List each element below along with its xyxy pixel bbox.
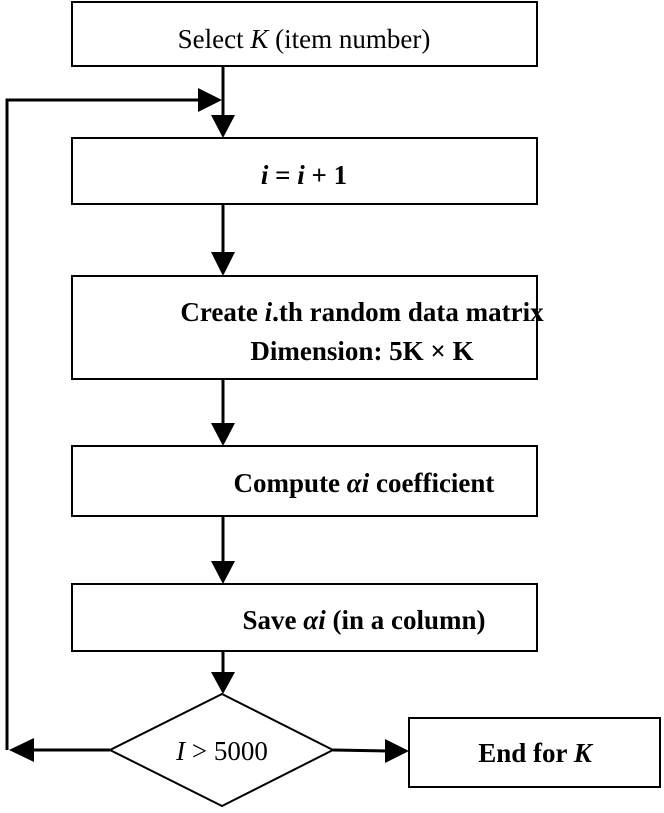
increment-box [71,137,538,205]
arrowhead-loop-left [9,738,34,762]
arrowhead-increment [211,115,235,138]
arrowhead-end [385,739,409,763]
increment-label: i = i + 1 [261,160,347,190]
arrowhead-compute [211,423,235,446]
save-box [71,583,538,652]
loop-back-line [5,98,200,750]
create-matrix-line1: Create i.th random data matrix [180,297,544,327]
decision-label: I > 5000 [175,736,268,766]
arrowhead-decision [211,672,235,694]
arrowhead-create [211,252,235,276]
create-matrix-line2: Dimension: 5K × K [250,336,473,366]
arrowhead-save [211,561,235,584]
select-k-label: Select K (item number) [178,24,431,54]
select-k-box [71,1,538,67]
create-matrix-box [71,275,538,380]
loop-back-arrowhead [198,88,222,112]
arrow-decision-to-end [332,748,387,753]
end-label: End for K [478,738,594,768]
end-box [408,717,661,788]
save-label: Save αi (in a column) [243,605,486,635]
decision-diamond [107,692,336,808]
compute-label: Compute αi coefficient [234,468,495,498]
compute-box [71,445,538,517]
